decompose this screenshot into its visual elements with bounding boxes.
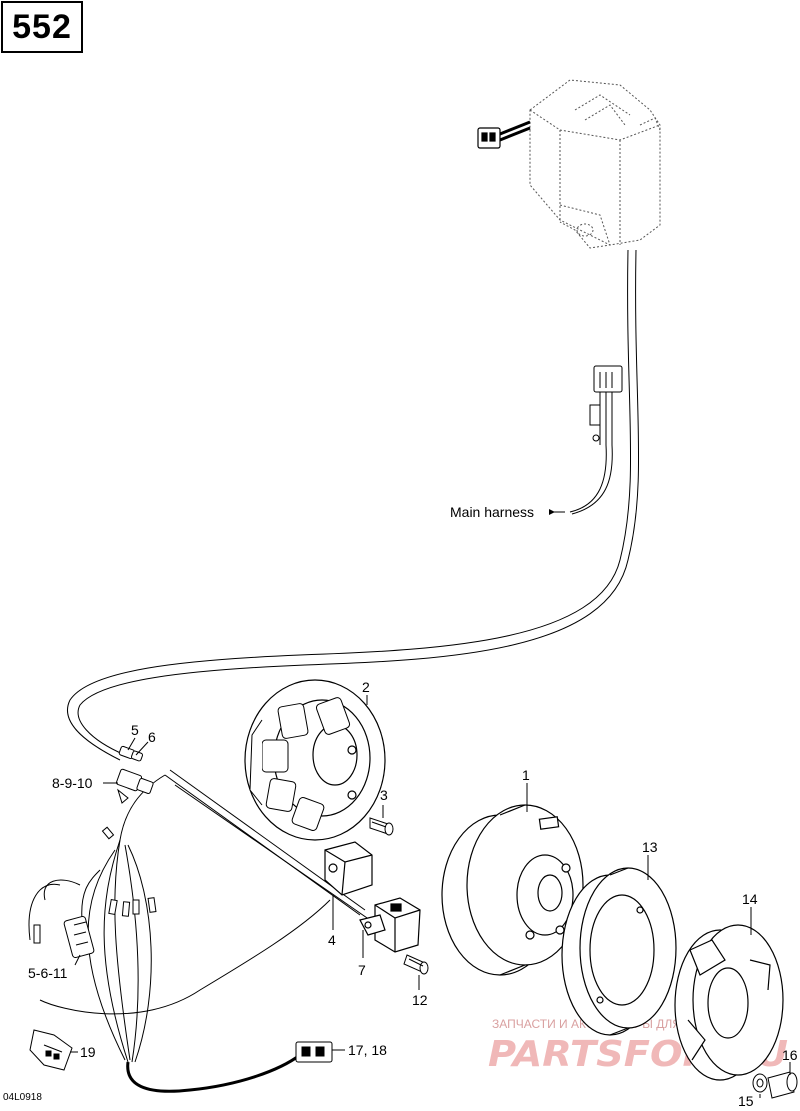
- page-number-box: 552: [1, 1, 83, 53]
- callout-17-18: 17, 18: [348, 1042, 387, 1058]
- connector-5-6-11: [63, 915, 95, 959]
- connector-19: [29, 1029, 73, 1071]
- callout-16: 16: [782, 1047, 798, 1063]
- callout-7: 7: [358, 962, 366, 978]
- page-number: 552: [12, 7, 72, 46]
- flywheel: [441, 804, 584, 976]
- thick-wire: [126, 1053, 301, 1093]
- trigger-sensor: [359, 897, 421, 953]
- wiring-bundle: [28, 774, 331, 1063]
- main-harness-pointer: [549, 509, 565, 515]
- callout-3: 3: [380, 787, 388, 803]
- pickup-coil: [324, 841, 373, 896]
- callouts: 2 1 3 13 14 4 7 12 16 15 5 6 8-9-10 5-6-…: [28, 504, 798, 1109]
- screw-3: [369, 817, 394, 836]
- callout-8-9-10: 8-9-10: [52, 775, 93, 791]
- connector-5-6: [118, 745, 144, 762]
- callout-1: 1: [522, 767, 530, 783]
- washer-15: [752, 1073, 768, 1093]
- harness-mid-connector: [589, 365, 623, 445]
- callout-5-6-11: 5-6-11: [28, 965, 68, 981]
- callout-5: 5: [131, 722, 139, 738]
- main-harness-label: Main harness: [450, 504, 534, 520]
- connector-17-18: [295, 1041, 333, 1063]
- callout-4: 4: [328, 932, 336, 948]
- callout-13: 13: [642, 839, 658, 855]
- callout-6: 6: [148, 729, 156, 745]
- connector-8-9-10: [115, 768, 154, 804]
- ghost-module: [529, 79, 661, 249]
- callout-14: 14: [742, 891, 758, 907]
- bolt-16: [767, 1071, 798, 1099]
- callout-15: 15: [738, 1093, 754, 1109]
- ring-gear: [561, 867, 677, 1036]
- figure-code: 04L0918: [3, 1092, 42, 1103]
- module-connector: [477, 120, 531, 149]
- callout-19: 19: [80, 1044, 96, 1060]
- callout-12: 12: [412, 992, 428, 1008]
- wire-terminals: [33, 826, 157, 944]
- starter-cup: [674, 924, 784, 1081]
- callout-2: 2: [362, 679, 370, 695]
- stator: [244, 679, 386, 841]
- harness-cable: [67, 249, 640, 761]
- leader-lines: [70, 695, 791, 1098]
- bolt-12: [403, 954, 429, 975]
